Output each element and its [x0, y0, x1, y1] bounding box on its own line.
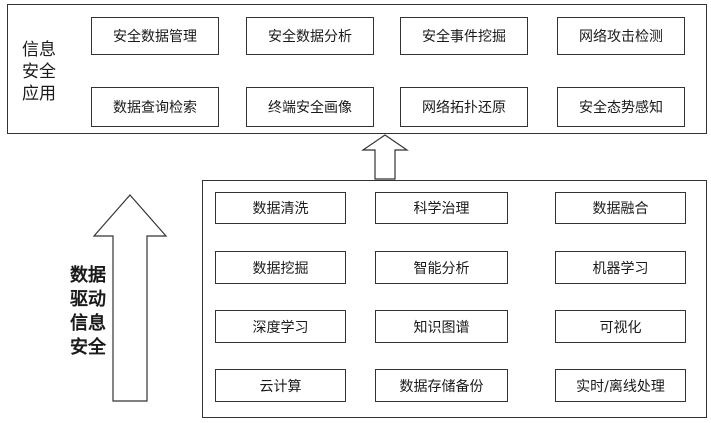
tech-box-realtime-offline-processing: 实时/离线处理: [555, 369, 686, 402]
app-box-terminal-security-profile: 终端安全画像: [246, 87, 374, 127]
app-box-security-data-analysis: 安全数据分析: [246, 17, 374, 55]
tech-box-data-cleaning: 数据清洗: [215, 192, 346, 224]
tech-box-data-mining: 数据挖掘: [215, 251, 346, 284]
connector-up-arrow-icon: [361, 134, 409, 180]
app-box-security-data-management: 安全数据管理: [91, 17, 219, 55]
tech-box-data-fusion: 数据融合: [555, 192, 686, 224]
app-box-data-query-retrieval: 数据查询检索: [91, 87, 219, 127]
tech-box-machine-learning: 机器学习: [555, 251, 686, 284]
app-box-security-event-mining: 安全事件挖掘: [400, 17, 528, 55]
tech-box-deep-learning: 深度学习: [215, 310, 346, 343]
tech-box-intelligent-analysis: 智能分析: [375, 251, 508, 284]
tech-box-cloud-computing: 云计算: [215, 369, 346, 402]
app-box-security-situation-awareness: 安全态势感知: [557, 87, 685, 127]
tech-box-knowledge-graph: 知识图谱: [375, 310, 508, 343]
application-panel-label: 信息 安全 应用: [22, 40, 56, 104]
data-driven-up-arrow-icon: [92, 194, 168, 402]
app-box-network-attack-detection: 网络攻击检测: [557, 17, 685, 55]
tech-box-data-storage-backup: 数据存储备份: [375, 369, 508, 402]
tech-box-visualization: 可视化: [555, 310, 686, 343]
app-box-network-topology-restore: 网络拓扑还原: [400, 87, 528, 127]
application-panel: 信息 安全 应用 安全数据管理 安全数据分析 安全事件挖掘 网络攻击检测 数据查…: [7, 4, 707, 134]
technology-panel: 数据清洗 科学治理 数据融合 数据挖掘 智能分析 机器学习 深度学习 知识图谱 …: [202, 180, 707, 418]
tech-box-scientific-governance: 科学治理: [375, 192, 508, 224]
data-driven-security-label: 数据 驱动 信息 安全: [70, 265, 106, 358]
